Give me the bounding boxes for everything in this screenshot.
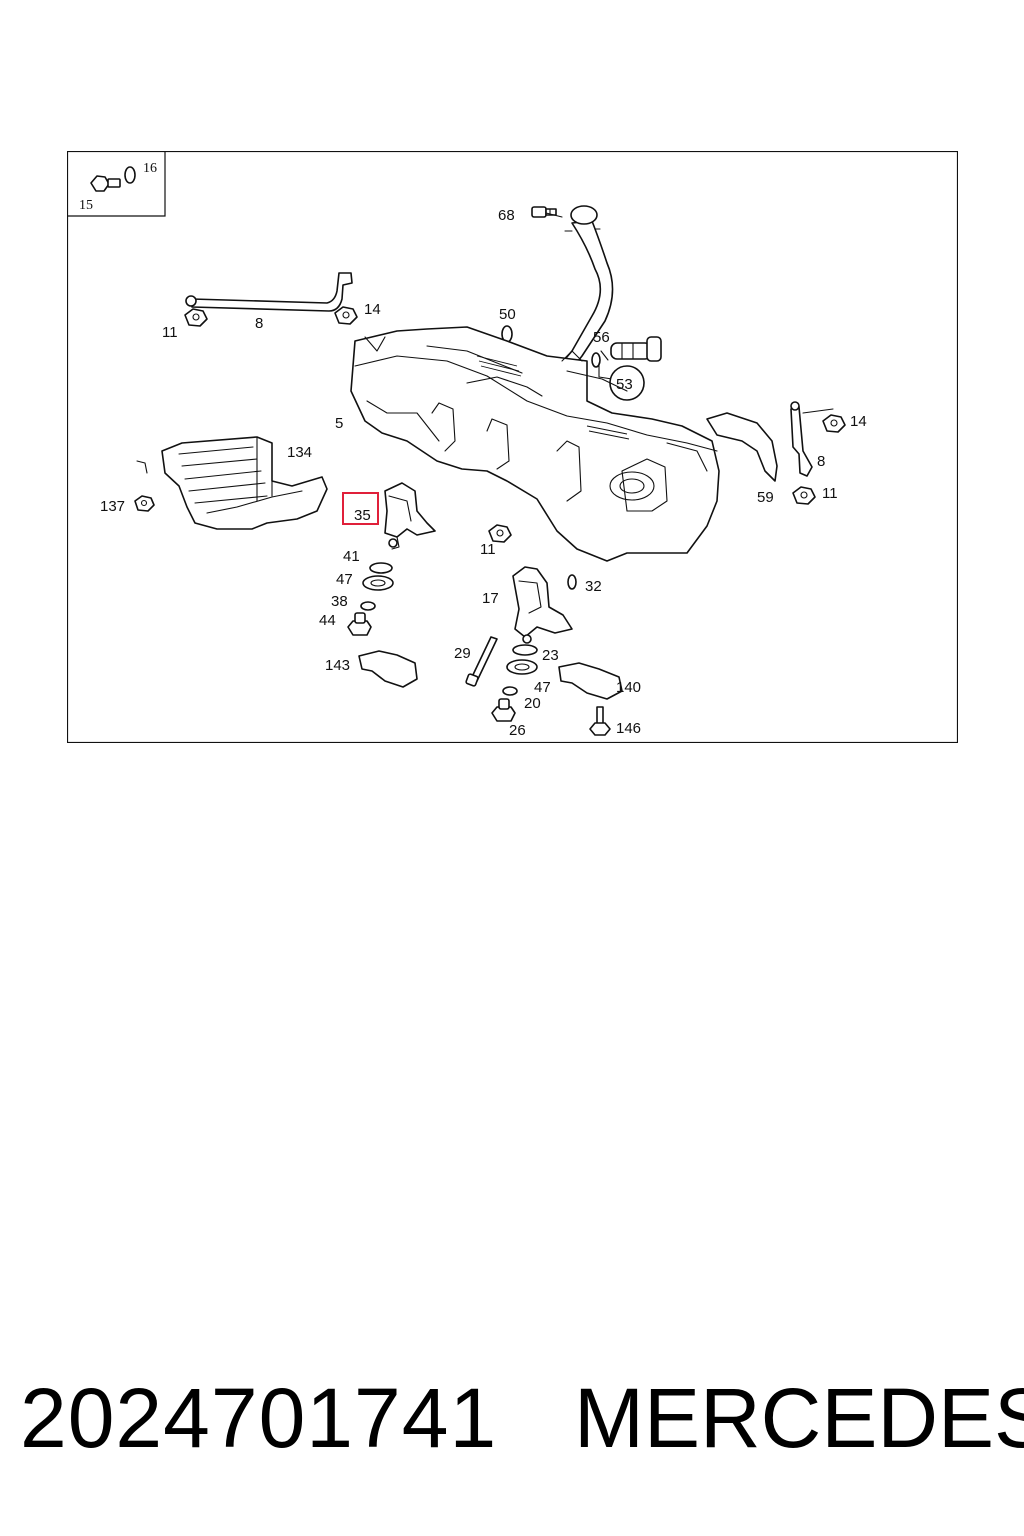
- caption: 2024701741 MERCEDES: [0, 1368, 1024, 1478]
- fuel-sender-35: [384, 482, 436, 550]
- inset-bolt-washer: 15 16: [67, 151, 166, 217]
- fuel-pump-17: [512, 566, 573, 644]
- washer-icon: [124, 166, 136, 184]
- label-47-right: 47: [534, 679, 551, 696]
- label-17: 17: [482, 590, 499, 607]
- label-11-right: 11: [822, 485, 838, 502]
- heat-shield-59: [706, 412, 778, 482]
- oring-20-icon: [502, 686, 518, 696]
- nut-44-icon: [347, 612, 372, 636]
- nut-14-left-icon: [334, 306, 358, 325]
- screw-68-icon: [531, 206, 557, 218]
- label-50: 50: [499, 306, 516, 323]
- ring-47-left-icon: [362, 575, 394, 591]
- brand-name: MERCEDES: [574, 1371, 1024, 1465]
- bolt-icon: [90, 175, 121, 192]
- label-44: 44: [319, 612, 336, 629]
- parts-diagram: 15 16: [67, 151, 958, 743]
- label-23: 23: [542, 647, 559, 664]
- nut-11-middle-icon: [488, 524, 512, 543]
- nut-14-right-icon: [802, 408, 846, 433]
- label-29: 29: [454, 645, 471, 662]
- seal-41-icon: [369, 562, 393, 574]
- oring-38-icon: [360, 601, 376, 611]
- strap-8-left: [185, 272, 353, 312]
- screw-146-icon: [589, 706, 611, 736]
- ring-23-icon: [512, 644, 538, 656]
- inset-label-bolt: 15: [79, 198, 93, 213]
- fuel-tank-5: [350, 326, 720, 562]
- nut-26-icon: [491, 698, 516, 722]
- part-35-highlight: [342, 492, 379, 525]
- label-5: 5: [335, 415, 343, 432]
- label-14-left: 14: [364, 301, 381, 318]
- label-20: 20: [524, 695, 541, 712]
- label-26: 26: [509, 722, 526, 739]
- label-8-right: 8: [817, 453, 825, 470]
- label-32: 32: [585, 578, 602, 595]
- label-134: 134: [287, 444, 312, 461]
- nut-11-left-icon: [184, 308, 208, 327]
- nut-11-right-icon: [792, 486, 816, 505]
- strap-8-right: [790, 401, 813, 477]
- washer-56-icon: [591, 352, 601, 368]
- label-11-middle: 11: [480, 541, 496, 558]
- label-14-right: 14: [850, 413, 867, 430]
- label-137: 137: [100, 498, 125, 515]
- label-56: 56: [593, 329, 610, 346]
- part-number: 2024701741: [20, 1371, 498, 1465]
- label-8-left: 8: [255, 315, 263, 332]
- label-68: 68: [498, 207, 515, 224]
- label-35: 35: [354, 507, 371, 524]
- nut-137-icon: [134, 460, 155, 512]
- oring-32-icon: [567, 574, 577, 590]
- label-59: 59: [757, 489, 774, 506]
- label-47-left: 47: [336, 571, 353, 588]
- heat-shield-134: [161, 436, 328, 530]
- label-146: 146: [616, 720, 641, 737]
- label-38: 38: [331, 593, 348, 610]
- label-143: 143: [325, 657, 350, 674]
- label-41: 41: [343, 548, 360, 565]
- inset-label-washer: 16: [143, 161, 157, 176]
- label-53: 53: [616, 376, 633, 393]
- valve-53-icon: [598, 336, 662, 401]
- label-11-left: 11: [162, 324, 178, 341]
- cover-140: [558, 662, 623, 700]
- label-140: 140: [616, 679, 641, 696]
- cover-143: [358, 650, 418, 688]
- ring-47-right-icon: [506, 659, 538, 675]
- rod-29-icon: [465, 636, 498, 687]
